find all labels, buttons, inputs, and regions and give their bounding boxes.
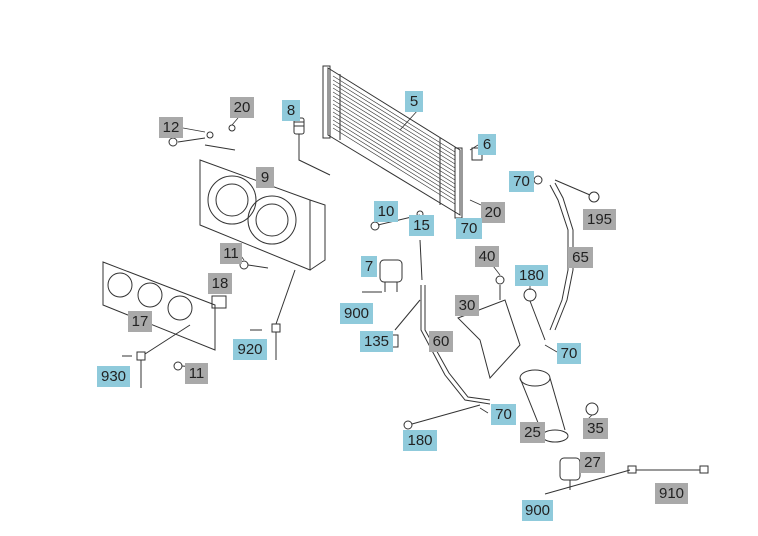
- part-8-drawing: [293, 117, 331, 176]
- callout-40: 40: [475, 246, 499, 267]
- callout-15: 15: [409, 215, 434, 236]
- callout-17: 17: [128, 311, 152, 332]
- wires-drawing: [122, 269, 296, 388]
- callout-10: 10: [374, 201, 398, 222]
- fan-17-drawing: [102, 261, 227, 351]
- callout-920: 920: [233, 339, 267, 360]
- callout-930: 930: [97, 366, 130, 387]
- callout-70: 70: [491, 404, 516, 425]
- callout-910: 910: [655, 483, 688, 504]
- callout-60: 60: [429, 331, 453, 352]
- callout-70: 70: [557, 343, 581, 364]
- callout-35: 35: [583, 418, 608, 439]
- callout-25: 25: [520, 422, 545, 443]
- pressure-switch-7-drawing: [362, 259, 403, 293]
- fan-assembly-drawing: [168, 124, 326, 271]
- callout-180: 180: [515, 265, 548, 286]
- callout-20: 20: [481, 202, 505, 223]
- callout-9: 9: [256, 167, 274, 188]
- callout-18: 18: [208, 273, 232, 294]
- callout-900: 900: [340, 303, 373, 324]
- callout-195: 195: [583, 209, 616, 230]
- leader-lines: [182, 109, 593, 421]
- callout-65: 65: [568, 247, 593, 268]
- callout-900: 900: [522, 500, 553, 521]
- callout-11: 11: [185, 363, 208, 384]
- callout-135: 135: [360, 331, 393, 352]
- callout-8: 8: [282, 100, 300, 121]
- pipe-60-drawing: [391, 239, 491, 430]
- condenser-drawing: [322, 65, 463, 219]
- callout-11: 11: [220, 243, 242, 264]
- callout-70: 70: [509, 171, 534, 192]
- callout-180: 180: [403, 430, 437, 451]
- callout-20: 20: [230, 97, 254, 118]
- callout-27: 27: [580, 452, 605, 473]
- bracket-30-drawing: [457, 275, 521, 380]
- switch-27-drawing: [544, 457, 709, 495]
- callout-30: 30: [455, 295, 479, 316]
- callout-5: 5: [405, 91, 423, 112]
- callout-7: 7: [361, 256, 377, 277]
- callout-12: 12: [159, 117, 183, 138]
- callout-70: 70: [456, 218, 482, 239]
- callout-6: 6: [478, 134, 496, 155]
